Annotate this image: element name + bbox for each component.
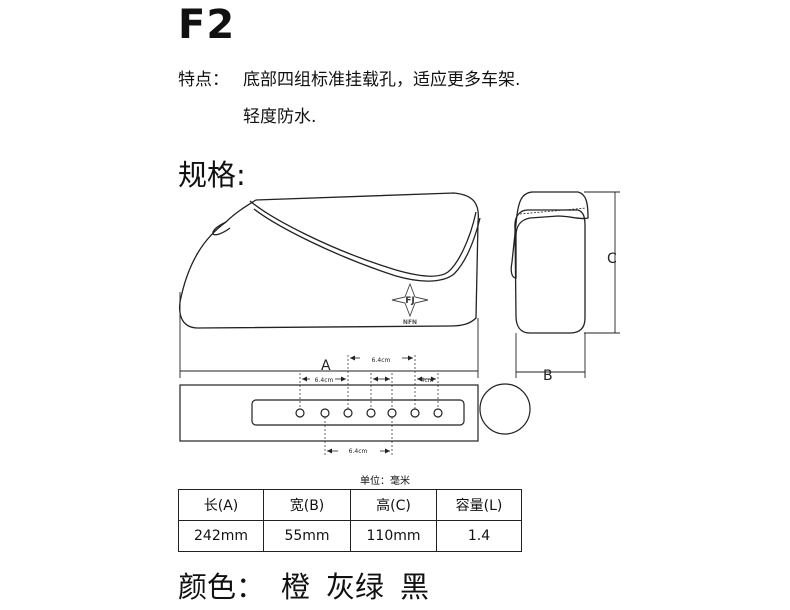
dimension-c-label: C: [607, 251, 617, 267]
spec-header-capacity: 容量(L): [436, 489, 522, 521]
bag-side-view: [178, 192, 481, 329]
logo-text: FJ: [405, 296, 415, 306]
color-option-orange: 橙: [281, 570, 311, 604]
front-body: [514, 209, 586, 334]
spacing-label-right: 4cm: [421, 377, 434, 384]
spacing-label-bottom: 6.4cm: [349, 448, 368, 455]
features-label: 特点：: [178, 70, 229, 90]
spec-table-value-row: 242mm 55mm 110mm 1.4: [178, 520, 522, 552]
hole-spacing-arrows: [302, 355, 436, 454]
spec-value-length: 242mm: [178, 520, 264, 552]
front-stitch: [519, 207, 587, 215]
dimension-c: [584, 191, 620, 334]
unit-note: 单位：毫米: [360, 476, 410, 487]
logo-mark: FJ NFN: [391, 282, 429, 326]
spec-header-height: 高(C): [350, 489, 437, 521]
dimension-b: [515, 333, 586, 378]
brand-mark: NFN: [403, 319, 417, 326]
colors-label: 颜色：: [178, 570, 266, 604]
color-option-black: 黑: [400, 570, 430, 604]
mount-hole: [387, 408, 397, 418]
bag-front-view: [510, 191, 589, 334]
mount-holes: [295, 408, 443, 418]
spec-table: 长(A) 宽(B) 高(C) 容量(L) 242mm 55mm 110mm 1.…: [178, 489, 522, 552]
mount-hole: [343, 408, 353, 418]
spacing-label-left: 6.4cm: [315, 377, 334, 384]
mount-hole: [295, 408, 305, 418]
mount-hole: [320, 408, 330, 418]
feature-line-2: 轻度防水.: [243, 107, 317, 127]
spec-value-width: 55mm: [263, 520, 351, 552]
mount-hole: [366, 408, 376, 418]
spacing-label-top: 6.4cm: [372, 357, 391, 364]
product-title: F2: [178, 2, 236, 48]
end-cap-view: [479, 383, 531, 435]
bag-body-outline: [178, 192, 480, 329]
spec-header-length: 长(A): [178, 489, 264, 521]
dimension-a: [179, 292, 479, 378]
spec-value-capacity: 1.4: [436, 520, 522, 552]
bottom-outline: [179, 384, 479, 442]
feature-line-1: 底部四组标准挂载孔，适应更多车架.: [243, 70, 521, 90]
specs-heading: 规格:: [178, 158, 246, 192]
bag-flap-inner: [253, 208, 481, 282]
mount-hole: [410, 408, 420, 418]
mount-hole: [433, 408, 443, 418]
mount-plate: [251, 399, 465, 426]
spec-table-header-row: 长(A) 宽(B) 高(C) 容量(L): [178, 489, 522, 521]
spec-header-width: 宽(B): [263, 489, 351, 521]
dimension-b-label: B: [543, 368, 553, 384]
color-option-gray-green: 灰绿: [326, 570, 385, 604]
hole-spacing-guides: [299, 355, 439, 456]
spec-value-height: 110mm: [350, 520, 437, 552]
bag-bottom-view: [179, 384, 479, 442]
bag-front-edge: [212, 221, 231, 236]
colors-row: 颜色： 橙灰绿黑: [178, 564, 445, 606]
front-flap: [510, 191, 589, 279]
dimension-a-label: A: [321, 358, 331, 374]
bag-flap-outline: [249, 200, 477, 277]
